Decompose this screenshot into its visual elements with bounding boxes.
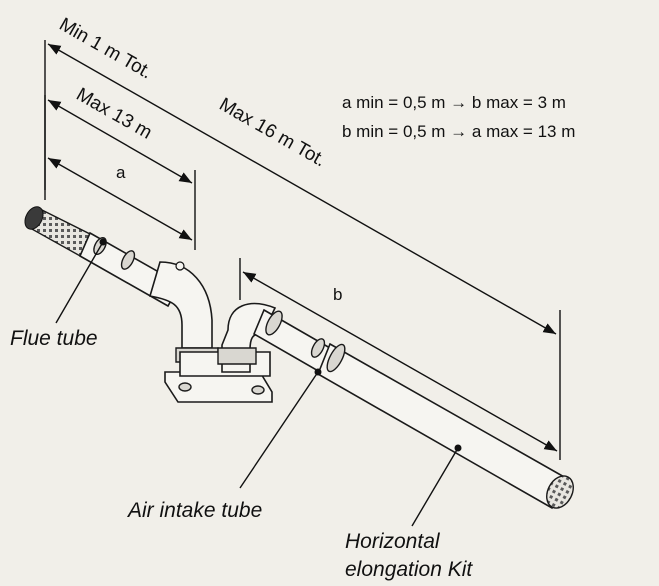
formula-line-2: b min = 0,5 m → a max = 13 m <box>342 122 575 141</box>
leader-flue-tube <box>55 241 104 324</box>
callout-air-intake-tube: Air intake tube <box>126 499 262 522</box>
leader-dot-kit <box>454 444 462 452</box>
flue-terminal-cap <box>24 206 44 230</box>
leader-dot-flue <box>99 238 107 246</box>
leader-dot-air <box>314 368 322 376</box>
flue-tube-joint-2 <box>120 250 136 270</box>
adapter-hole-right <box>251 385 265 395</box>
flue-tube <box>24 206 219 363</box>
air-intake-joint <box>310 338 326 358</box>
leader-air-intake <box>239 371 319 489</box>
dimension-label-a: a <box>116 163 126 182</box>
leader-elongation-kit <box>411 447 459 527</box>
elongation-tube-body <box>316 342 568 510</box>
dimension-arrow-b <box>242 271 558 452</box>
callout-horizontal-kit-line2: elongation Kit <box>345 558 473 581</box>
callout-leaders <box>55 238 462 527</box>
air-intake-elbow-collar <box>217 347 257 365</box>
flue-elbow-screw <box>175 261 185 271</box>
elongation-tube-start <box>326 343 346 373</box>
dimension-arrows <box>47 43 558 452</box>
formula-line-1: a min = 0,5 m → b max = 3 m <box>342 93 566 112</box>
max-a-label: Max 13 m <box>73 84 156 144</box>
flue-elbow <box>148 261 213 349</box>
dimension-label-b: b <box>333 285 342 304</box>
air-intake-tube <box>217 302 332 374</box>
min-total-label: Min 1 m Tot. <box>56 14 156 83</box>
elongation-terminal-grille <box>546 475 574 509</box>
dimension-arrow-total <box>47 43 557 335</box>
max-total-label: Max 16 m Tot. <box>216 94 330 171</box>
dimension-arrow-a <box>47 157 193 241</box>
callout-flue-tube: Flue tube <box>10 327 98 350</box>
callout-horizontal-kit-line1: Horizontal <box>345 530 441 553</box>
adapter-hole-left <box>178 382 192 392</box>
horizontal-elongation-kit <box>316 342 574 510</box>
air-intake-collar <box>265 310 283 336</box>
